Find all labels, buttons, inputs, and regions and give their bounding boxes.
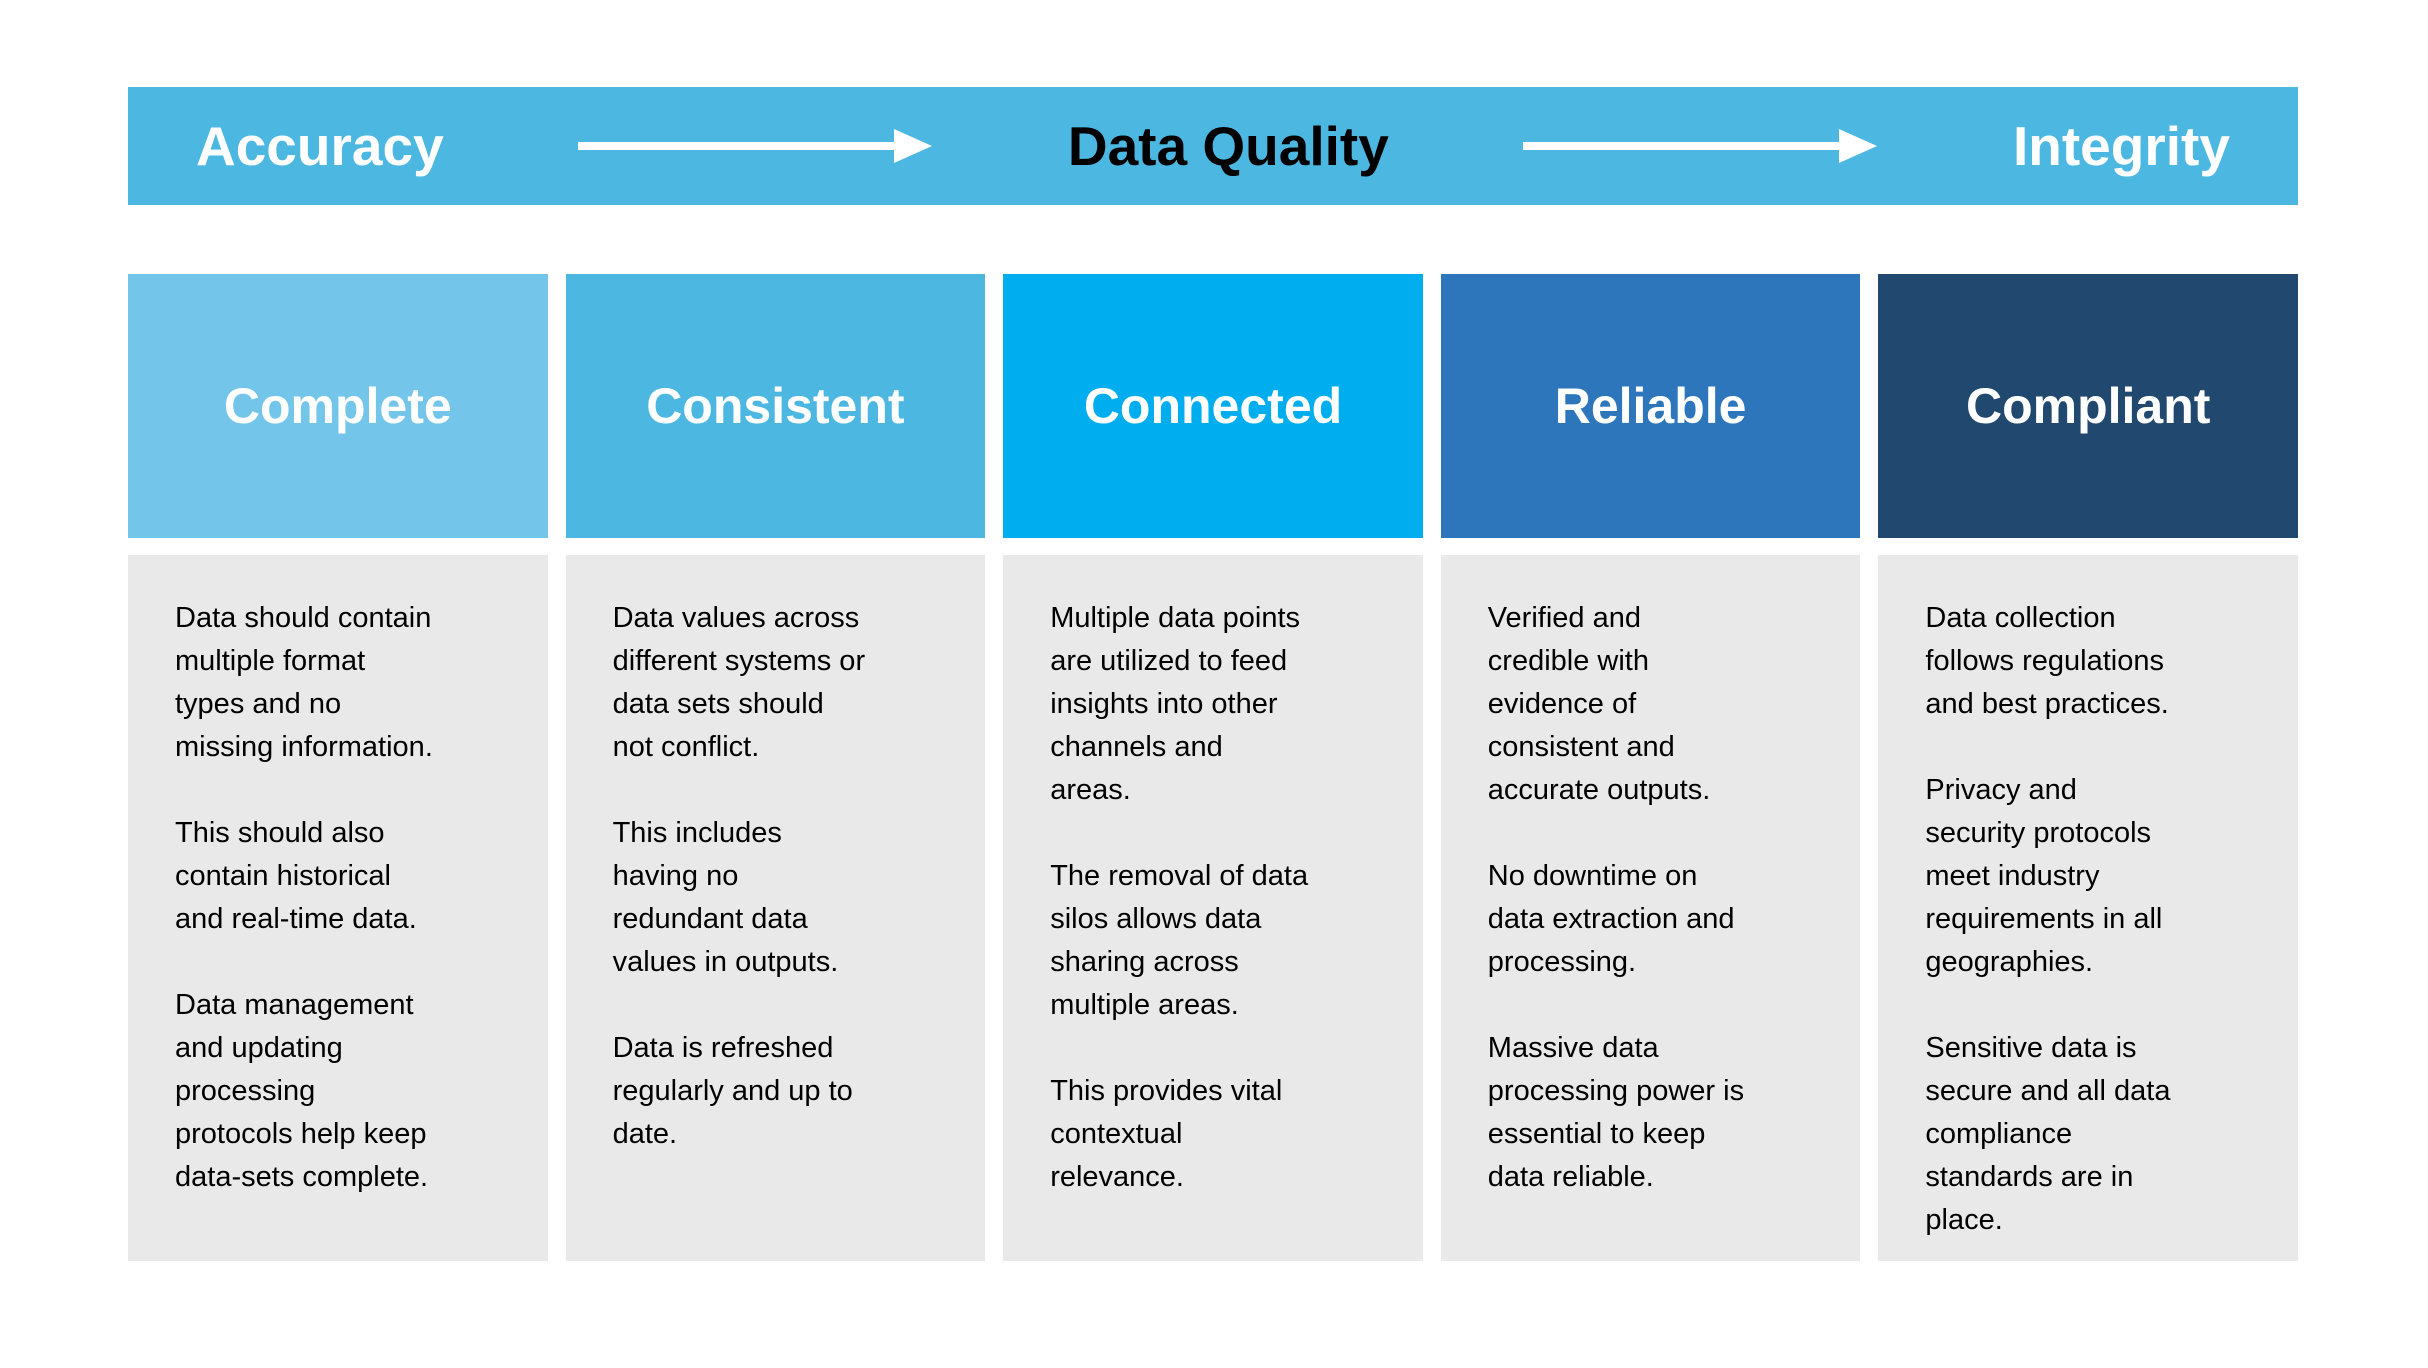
arrow-right-icon [577, 129, 932, 163]
column-title: Complete [223, 378, 452, 434]
column-connected: Connected Multiple data points are utili… [1003, 274, 1423, 1261]
column-header-complete: Complete [128, 274, 548, 538]
column-reliable: Reliable Verified and credible with evid… [1440, 274, 1861, 1261]
column-body-consistent: Data values across different systems or … [565, 555, 986, 1261]
header-banner: Accuracy Data Quality Integrity [128, 87, 2298, 205]
column-body-reliable: Verified and credible with evidence of c… [1440, 555, 1861, 1261]
column-consistent: Consistent Data values across different … [565, 274, 986, 1261]
column-title: Reliable [1554, 378, 1747, 434]
column-complete: Complete Data should contain multiple fo… [128, 274, 548, 1261]
column-title: Connected [1083, 378, 1343, 434]
column-header-consistent: Consistent [565, 274, 986, 538]
banner-label-accuracy: Accuracy [196, 115, 444, 177]
column-title: Consistent [646, 378, 905, 434]
columns-grid: Complete Data should contain multiple fo… [128, 274, 2298, 1261]
column-header-connected: Connected [1003, 274, 1423, 538]
column-compliant: Compliant Data collection follows regula… [1878, 274, 2298, 1261]
arrow-right-icon [1522, 129, 1877, 163]
column-header-reliable: Reliable [1440, 274, 1861, 538]
column-body-compliant: Data collection follows regulations and … [1878, 555, 2298, 1261]
column-title: Compliant [1965, 378, 2211, 434]
column-body-connected: Multiple data points are utilized to fee… [1003, 555, 1423, 1261]
banner-title: Data Quality [1067, 115, 1389, 177]
column-header-compliant: Compliant [1878, 274, 2298, 538]
banner-label-integrity: Integrity [2012, 115, 2230, 177]
column-body-complete: Data should contain multiple format type… [128, 555, 548, 1261]
